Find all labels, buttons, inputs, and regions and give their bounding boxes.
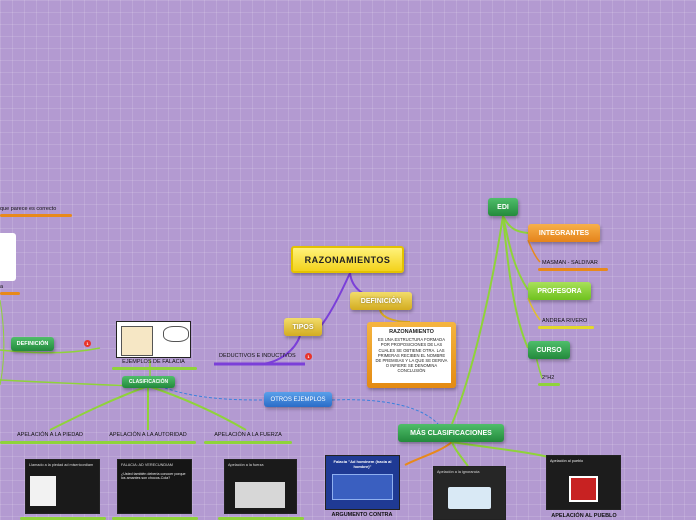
partial-card <box>0 233 16 281</box>
node-definicion-left[interactable]: DEFINICIÓN <box>11 337 54 351</box>
thumbnail-caption: Falacia "Ad hominem (hacia al hombre)" <box>333 459 392 469</box>
node-profesora[interactable]: PROFESORA <box>528 282 591 300</box>
thumbnail-text: ¿Usted también debería conocer porque lo… <box>121 472 186 480</box>
node-mas-clasificaciones[interactable]: MÁS CLASIFICACIONES <box>398 424 504 442</box>
label-apelacion-piedad[interactable]: APELACIÓN A LA PIEDAD <box>16 432 84 438</box>
thumbnail-caption: FALACIA: AD VERECUNDIAM <box>121 463 173 467</box>
underline <box>0 292 20 295</box>
label-ejemplos-falacia: EJEMPLOS DE FALACIA <box>122 359 185 365</box>
thumbnail-image <box>448 487 491 509</box>
underline <box>0 214 72 217</box>
count-badge: 1 <box>84 340 91 347</box>
label-apelacion-pueblo: APELACIÓN AL PUEBLO <box>551 513 617 519</box>
node-label: TIPOS <box>292 323 314 331</box>
label-apelacion-autoridad[interactable]: APELACIÓN A LA AUTORIDAD <box>109 432 187 438</box>
label-argumento-contra: ARGUMENTO CONTRA <box>331 512 393 518</box>
thumbnail-image <box>30 476 56 506</box>
definition-heading: RAZONAMIENTO <box>389 329 434 335</box>
thumbnail-image <box>121 326 153 356</box>
thumbnail-fuerza[interactable]: Apelación a la fuerza <box>224 459 297 514</box>
thumbnail-pueblo[interactable]: Apelación al pueblo <box>546 455 621 510</box>
thumbnail-ejemplos-falacia[interactable] <box>116 321 191 358</box>
underline <box>538 268 608 271</box>
thumbnail-ad-hominem[interactable]: Falacia "Ad hominem (hacia al hombre)" <box>325 455 400 510</box>
node-label: MÁS CLASIFICACIONES <box>410 429 492 437</box>
node-label: DEFINICIÓN <box>16 341 49 347</box>
central-topic[interactable]: RAZONAMIENTOS <box>291 246 404 273</box>
node-tipos[interactable]: TIPOS <box>284 318 322 336</box>
thumbnail-piedad[interactable]: Llamado a la piedad ad misericordiam <box>25 459 100 514</box>
thumbnail-caption: Apelación a la ignorancia <box>437 470 480 474</box>
node-label: OTROS EJEMPLOS <box>270 396 326 403</box>
node-integrante-1[interactable]: MASMAN - SALDIVAR <box>542 260 598 266</box>
node-label: PROFESORA <box>537 287 582 295</box>
node-label: CLASIFICACIÓN <box>128 379 169 385</box>
node-label: DEFINICIÓN <box>360 297 402 305</box>
underline <box>218 517 304 520</box>
node-curso-valor[interactable]: 2°H2 <box>542 375 555 381</box>
node-clasificacion[interactable]: CLASIFICACIÓN <box>122 376 175 388</box>
thumbnail-autoridad[interactable]: FALACIA: AD VERECUNDIAM ¿Usted también d… <box>117 459 192 514</box>
node-profesora-nombre[interactable]: ANDREA RIVERO <box>542 318 588 324</box>
underline <box>20 517 106 520</box>
underline <box>112 367 197 370</box>
node-label: INTEGRANTES <box>538 229 590 237</box>
count-badge: 1 <box>305 353 312 360</box>
thumbnail-caption: Llamado a la piedad ad misericordiam <box>29 463 94 467</box>
underline <box>204 441 292 444</box>
node-definicion[interactable]: DEFINICIÓN <box>350 292 412 310</box>
node-edi[interactable]: EDI <box>488 198 518 216</box>
speech-bubble-icon <box>163 326 189 342</box>
node-curso[interactable]: CURSO <box>528 341 570 359</box>
definition-card[interactable]: RAZONAMIENTO ES UNA ESTRUCTURA FORMADA P… <box>367 322 456 388</box>
underline <box>538 383 560 386</box>
central-topic-label: RAZONAMIENTOS <box>304 254 391 265</box>
thumbnail-image <box>569 476 598 502</box>
partial-text-left-2: a <box>0 284 4 290</box>
thumbnail-caption: Apelación al pueblo <box>550 459 584 463</box>
thumbnail-image <box>235 482 285 508</box>
underline <box>538 326 594 329</box>
definition-text: ES UNA ESTRUCTURA FORMADA POR PROPOSICIO… <box>375 337 448 374</box>
thumbnail-ignorancia[interactable]: Apelación a la ignorancia <box>433 466 506 520</box>
node-deductivos[interactable]: DEDUCTIVOS E INDUCTIVOS <box>219 353 296 359</box>
node-label: CURSO <box>536 346 562 354</box>
node-label: EDI <box>497 203 509 211</box>
label-apelacion-fuerza[interactable]: APELACIÓN A LA FUERZA <box>214 432 282 438</box>
thumbnail-caption: Apelación a la fuerza <box>228 463 264 467</box>
node-otros-ejemplos[interactable]: OTROS EJEMPLOS <box>264 392 332 407</box>
partial-text-left: que parece es correcto <box>0 206 57 212</box>
thumbnail-image <box>332 474 393 500</box>
underline <box>0 441 112 444</box>
node-integrantes[interactable]: INTEGRANTES <box>528 224 600 242</box>
underline <box>112 517 198 520</box>
underline <box>102 441 196 444</box>
